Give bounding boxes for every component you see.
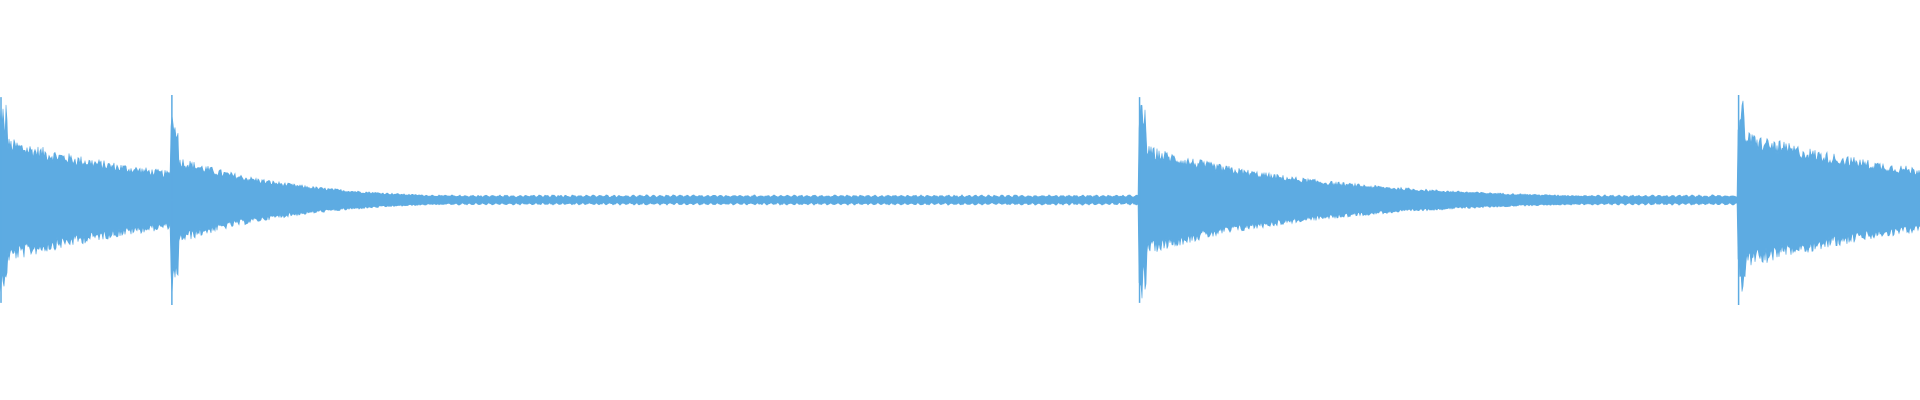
waveform-samples bbox=[0, 95, 1920, 305]
